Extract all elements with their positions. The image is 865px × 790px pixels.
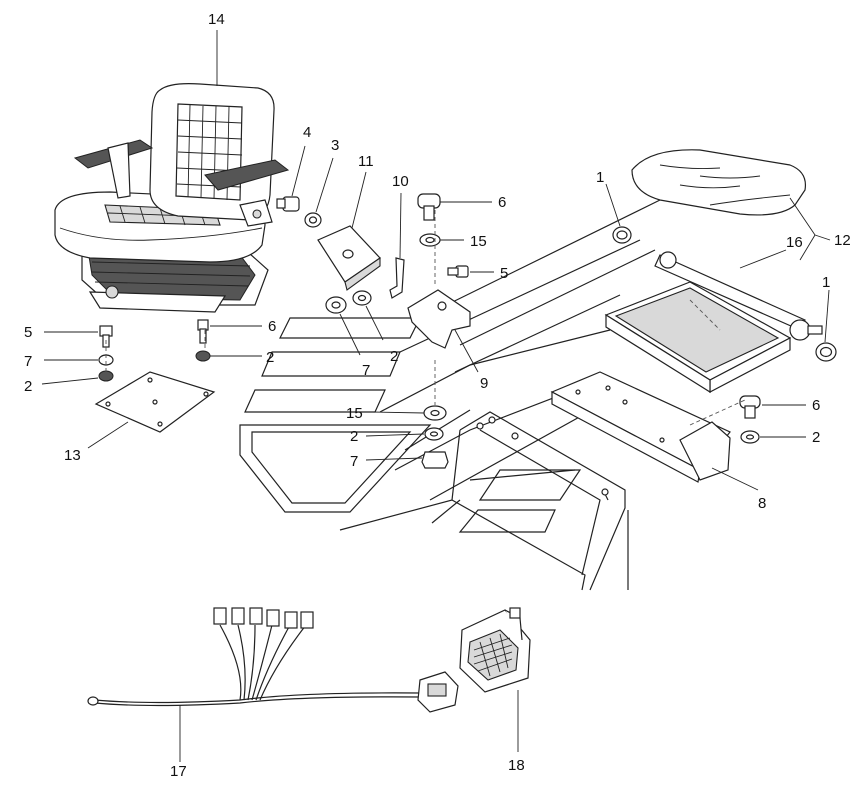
callout-15: 15 xyxy=(470,233,487,250)
washer-part-2-left xyxy=(98,370,114,382)
callout-15: 15 xyxy=(346,405,363,422)
control-box-part-18 xyxy=(459,607,531,693)
callout-4: 4 xyxy=(303,124,311,141)
bolt-part-6-left xyxy=(197,319,209,344)
block-part-11 xyxy=(317,225,381,291)
callout-2: 2 xyxy=(812,429,820,446)
washer-part-2-left-b xyxy=(195,350,211,362)
callout-6: 6 xyxy=(268,318,276,335)
callout-5: 5 xyxy=(500,265,508,282)
callout-labels: 14 4 3 11 10 6 15 5 1 16 12 1 5 6 7 2 2 … xyxy=(24,11,851,780)
callout-2: 2 xyxy=(390,348,398,365)
nut-part-7-lower xyxy=(421,451,449,469)
bolt-part-6-upper xyxy=(417,193,441,221)
bracket-part-9 xyxy=(407,289,471,349)
callout-14: 14 xyxy=(208,11,225,28)
callout-5: 5 xyxy=(24,324,32,341)
wiring-harness-part-17 xyxy=(87,607,459,713)
callout-7: 7 xyxy=(24,353,32,370)
callout-1: 1 xyxy=(822,274,830,291)
washer-part-15-upper xyxy=(419,233,441,247)
callout-9: 9 xyxy=(480,375,488,392)
washer-part-2-lower xyxy=(424,427,444,441)
slide-rail-part-16 xyxy=(604,251,823,394)
seat-cushion-part-12 xyxy=(631,149,807,216)
callout-13: 13 xyxy=(64,447,81,464)
washer-part-3 xyxy=(304,212,322,228)
callout-6: 6 xyxy=(812,397,820,414)
callout-10: 10 xyxy=(392,173,409,190)
callout-2: 2 xyxy=(266,349,274,366)
callout-6: 6 xyxy=(498,194,506,211)
callout-3: 3 xyxy=(331,137,339,154)
callout-12: 12 xyxy=(834,232,851,249)
operator-seat xyxy=(54,83,290,313)
leader-lines xyxy=(41,30,831,762)
washer-part-15-lower xyxy=(423,405,447,421)
callout-8: 8 xyxy=(758,495,766,512)
bolt-part-6-right xyxy=(739,395,761,419)
o-ring-part-1-upper xyxy=(612,226,632,244)
support-bracket-part-8 xyxy=(550,371,731,483)
callout-2: 2 xyxy=(24,378,32,395)
callout-7: 7 xyxy=(350,453,358,470)
bolt-part-4 xyxy=(276,196,300,212)
washer-part-2-right xyxy=(740,430,760,444)
callout-18: 18 xyxy=(508,757,525,774)
mounting-plate-part-13 xyxy=(94,371,216,433)
spacer-part-7-mid xyxy=(325,296,347,314)
callout-11: 11 xyxy=(358,153,374,170)
callout-16: 16 xyxy=(786,234,803,251)
bolt-part-5-upper xyxy=(447,265,469,278)
callout-17: 17 xyxy=(170,763,187,780)
callout-1: 1 xyxy=(596,169,604,186)
callout-7: 7 xyxy=(362,362,370,379)
o-ring-part-1-lower xyxy=(815,342,837,362)
callout-2: 2 xyxy=(350,428,358,445)
washer-part-2-mid xyxy=(352,290,372,306)
bracket-part-10 xyxy=(389,257,405,299)
